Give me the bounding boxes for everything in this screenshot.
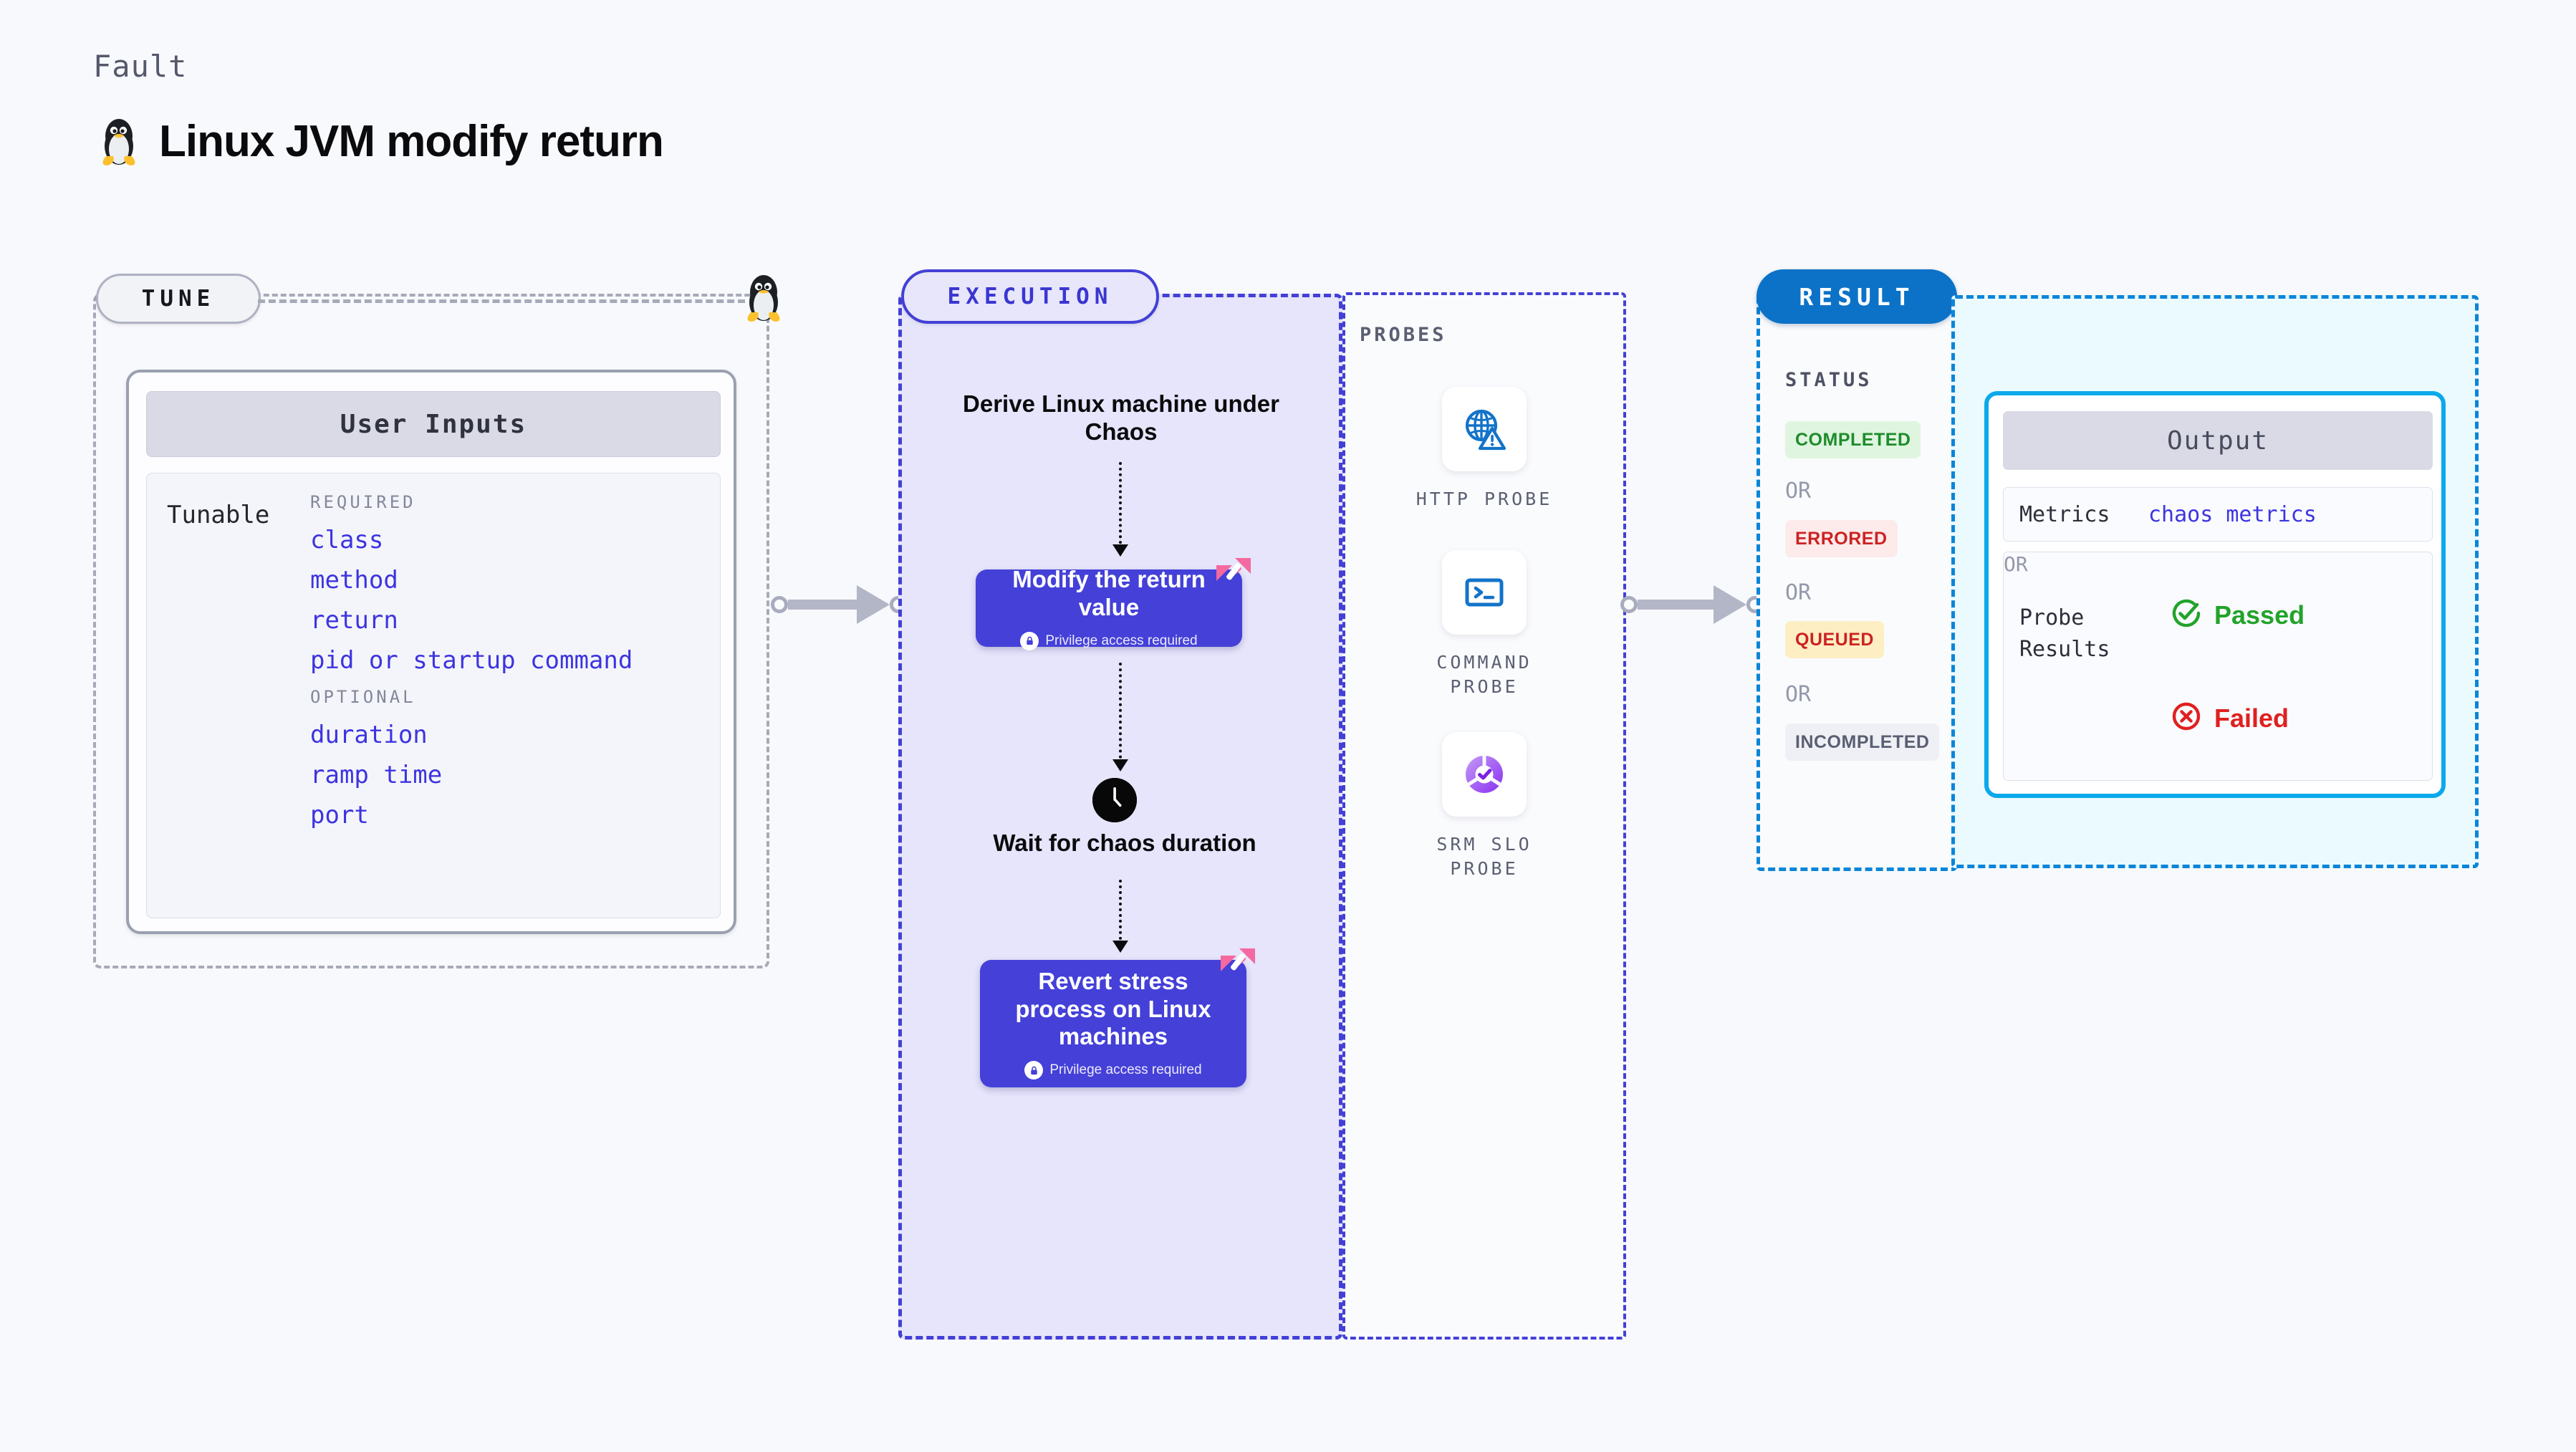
tunable-field-ramp-time[interactable]: ramp time [310, 761, 443, 789]
output-probe-results-row: Probe Results Passed OR [2003, 552, 2433, 781]
connector-probes-to-result [1620, 585, 1764, 624]
slo-donut-check-icon [1442, 732, 1527, 817]
probe-result-or-separator: OR [2004, 552, 2028, 576]
tunable-field-duration[interactable]: duration [310, 721, 428, 749]
tunable-field-port[interactable]: port [310, 801, 369, 830]
fault-kicker-label: Fault [93, 49, 188, 84]
globe-warning-icon [1442, 387, 1527, 471]
check-circle-icon [2170, 597, 2203, 633]
probe-result-passed: Passed [2170, 597, 2305, 633]
execution-wait-label: Wait for chaos duration [993, 830, 1256, 856]
output-title: Output [2003, 411, 2433, 470]
connector-shaft [1638, 600, 1715, 610]
privilege-required-text: Privilege access required [1049, 1062, 1202, 1078]
tunable-field-method[interactable]: method [310, 566, 398, 595]
lock-icon [1024, 1061, 1044, 1080]
status-or-separator: OR [1785, 682, 1812, 707]
clock-icon [1092, 778, 1137, 822]
metrics-key-label: Metrics [2019, 501, 2110, 527]
probe-result-failed: Failed [2170, 700, 2289, 736]
privilege-required-note: Privilege access required [1020, 631, 1198, 650]
output-card: Output Metrics chaos metrics Probe Resul… [1984, 391, 2446, 798]
fault-title-row: Linux JVM modify return [97, 115, 664, 168]
tunable-field-class[interactable]: class [310, 526, 384, 554]
tune-badge: TUNE [96, 274, 261, 324]
metrics-value-link[interactable]: chaos metrics [2148, 501, 2317, 527]
status-badge-queued: QUEUED [1785, 621, 1884, 658]
probe-item-command[interactable]: COMMAND PROBE [1398, 550, 1570, 699]
execution-arrow-2 [1112, 663, 1128, 771]
execution-arrow-3 [1112, 880, 1128, 953]
user-inputs-title: User Inputs [146, 391, 721, 457]
status-label: STATUS [1785, 369, 1873, 391]
connector-start-dot [771, 596, 788, 613]
linux-tux-icon [97, 115, 140, 168]
execution-node-modify-return-value[interactable]: Modify the return value Privilege access… [976, 558, 1251, 650]
status-badge-completed: COMPLETED [1785, 421, 1921, 458]
x-circle-icon [2170, 700, 2203, 736]
result-badge: RESULT [1756, 269, 1957, 324]
harness-logo-icon [1213, 554, 1254, 594]
linux-tux-icon-marker [742, 271, 785, 327]
page-title: Linux JVM modify return [159, 116, 664, 166]
probe-results-key-label: Probe Results [2019, 605, 2110, 662]
harness-logo-icon [1218, 944, 1258, 984]
execution-node-title: Modify the return value [1012, 566, 1206, 620]
tunable-label: Tunable [167, 501, 270, 529]
connector-arrowhead [1714, 585, 1746, 624]
probe-item-http[interactable]: HTTP PROBE [1398, 387, 1570, 511]
required-group-caption: REQUIRED [310, 492, 416, 512]
execution-node-revert-stress[interactable]: Revert stress process on Linux machines … [980, 948, 1255, 1087]
probe-caption: HTTP PROBE [1416, 489, 1553, 509]
connector-start-dot [1620, 596, 1638, 613]
probe-result-passed-label: Passed [2214, 600, 2305, 630]
status-badge-incompleted: INCOMPLETED [1785, 723, 1940, 761]
status-or-separator: OR [1785, 479, 1812, 504]
user-inputs-card: User Inputs Tunable REQUIRED class metho… [126, 370, 736, 934]
execution-badge: EXECUTION [901, 269, 1159, 324]
optional-group-caption: OPTIONAL [310, 687, 416, 707]
status-badge-errored: ERRORED [1785, 520, 1898, 557]
tunable-field-pid-or-startup-command[interactable]: pid or startup command [310, 646, 633, 675]
tunable-field-return[interactable]: return [310, 606, 398, 635]
connector-tune-to-execution [771, 585, 907, 624]
tunable-fields-list: REQUIRED class method return pid or star… [310, 492, 711, 842]
probes-label: PROBES [1360, 324, 1447, 346]
tune-dashed-connector [258, 299, 745, 303]
probe-caption: COMMAND PROBE [1436, 652, 1532, 697]
terminal-icon [1442, 550, 1527, 635]
execution-step-derive-label: Derive Linux machine under Chaos [963, 390, 1279, 445]
tune-panel [93, 294, 769, 968]
execution-node-title: Revert stress process on Linux machines [1015, 967, 1211, 1050]
probe-item-srm-slo[interactable]: SRM SLO PROBE [1398, 732, 1570, 881]
output-metrics-row: Metrics chaos metrics [2003, 487, 2433, 542]
probe-result-failed-label: Failed [2214, 703, 2289, 733]
connector-arrowhead [857, 585, 890, 624]
probe-caption: SRM SLO PROBE [1436, 834, 1532, 879]
user-inputs-body: Tunable REQUIRED class method return pid… [146, 473, 721, 918]
lock-icon [1020, 631, 1039, 650]
connector-shaft [788, 600, 858, 610]
execution-arrow-1 [1112, 462, 1128, 557]
privilege-required-text: Privilege access required [1045, 633, 1198, 648]
privilege-required-note: Privilege access required [1024, 1061, 1202, 1080]
status-or-separator: OR [1785, 580, 1812, 605]
